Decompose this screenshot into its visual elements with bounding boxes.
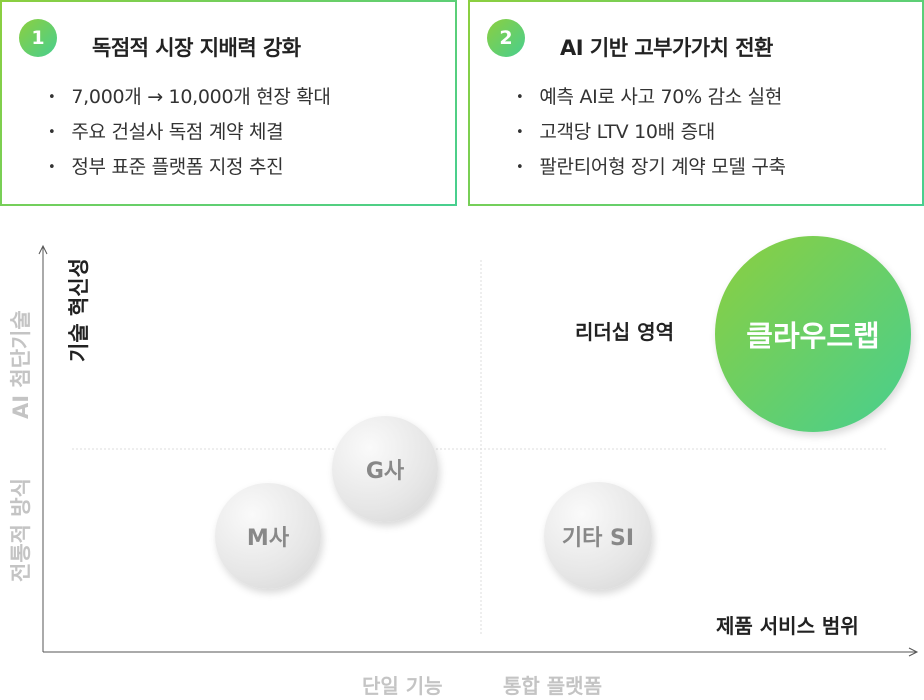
bullet-item: 고객당 LTV 10배 증대 (516, 117, 786, 152)
bubble-other-si: 기타 SI (544, 482, 652, 590)
bubble-m: M사 (215, 483, 321, 589)
bullet-list: 7,000개 → 10,000개 현장 확대 주요 건설사 독점 계약 체결 정… (48, 82, 331, 187)
card-market-dominance: 1 독점적 시장 지배력 강화 7,000개 → 10,000개 현장 확대 주… (0, 0, 457, 206)
bullet-item: 예측 AI로 사고 70% 감소 실현 (516, 82, 786, 117)
bullet-item: 주요 건설사 독점 계약 체결 (48, 117, 331, 152)
quadrant-label: 리더십 영역 (575, 320, 674, 344)
x-high-label: 통합 플랫폼 (503, 674, 602, 698)
x-low-label: 단일 기능 (362, 674, 443, 698)
y-low-label: 전통적 방식 (9, 478, 33, 582)
y-axis-title: 기술 혁신성 (67, 258, 91, 362)
y-high-label: AI 첨단기술 (9, 310, 33, 419)
bullet-item: 정부 표준 플랫폼 지정 추진 (48, 152, 331, 187)
bullet-item: 팔란티어형 장기 계약 모델 구축 (516, 152, 786, 187)
bubble-g: G사 (332, 416, 438, 522)
number-badge: 2 (487, 19, 525, 57)
card-ai-value: 2 AI 기반 고부가가치 전환 예측 AI로 사고 70% 감소 실현 고객당… (468, 0, 924, 206)
bullet-item: 7,000개 → 10,000개 현장 확대 (48, 82, 331, 117)
bubble-cloudlab: 클라우드랩 (715, 236, 911, 432)
y-axis-arrow (38, 244, 48, 255)
bullet-list: 예측 AI로 사고 70% 감소 실현 고객당 LTV 10배 증대 팔란티어형… (516, 82, 786, 187)
x-axis-title: 제품 서비스 범위 (716, 614, 859, 638)
card-title: 독점적 시장 지배력 강화 (92, 36, 301, 60)
number-badge: 1 (19, 19, 57, 57)
x-axis-arrow (908, 647, 919, 657)
card-title: AI 기반 고부가가치 전환 (560, 36, 773, 60)
